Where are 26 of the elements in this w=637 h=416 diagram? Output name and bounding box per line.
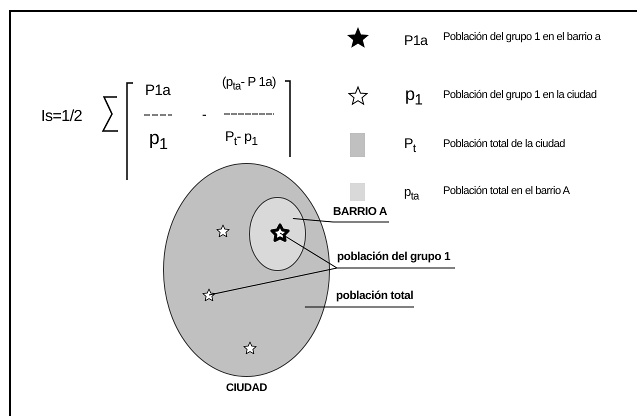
legend-text: Población del grupo 1 en el barrio a bbox=[443, 31, 600, 43]
bold-star-icon bbox=[270, 223, 290, 243]
star-icon bbox=[202, 288, 216, 302]
formula-term: Is=1/2 bbox=[41, 108, 82, 126]
symbol-label: P1a bbox=[404, 32, 428, 48]
legend-text: Población total en el barrio A bbox=[443, 185, 570, 197]
symbol-label: P$_{t}$ bbox=[404, 135, 416, 155]
formula-term: P1a bbox=[145, 82, 170, 99]
legend-text: Población del grupo 1 en la ciudad bbox=[443, 89, 596, 101]
callout-label: BARRIO A bbox=[333, 206, 389, 221]
formula-term: P$_{t}$- p$_{1}$ bbox=[225, 128, 258, 148]
symbol-label: p$_{1}$ bbox=[405, 84, 422, 109]
formula-term: p$_{1}$ bbox=[149, 128, 168, 154]
legend-text: Población total de la ciudad bbox=[443, 138, 565, 150]
neighborhood-circle bbox=[249, 197, 306, 271]
city-label: CIUDAD bbox=[225, 382, 268, 394]
leader-line bbox=[208, 268, 456, 296]
formula-term: (p$_{ta}$- P 1a) bbox=[222, 74, 276, 93]
formula-term: - bbox=[202, 106, 206, 122]
leader-line bbox=[292, 218, 390, 222]
callout-label: población del grupo 1 bbox=[337, 251, 455, 267]
leader-line bbox=[304, 306, 414, 308]
star-icon bbox=[243, 341, 257, 355]
symbol-label: p$_{ta}$ bbox=[404, 184, 419, 203]
star-icon bbox=[216, 224, 230, 238]
callout-label: población total bbox=[336, 290, 414, 306]
